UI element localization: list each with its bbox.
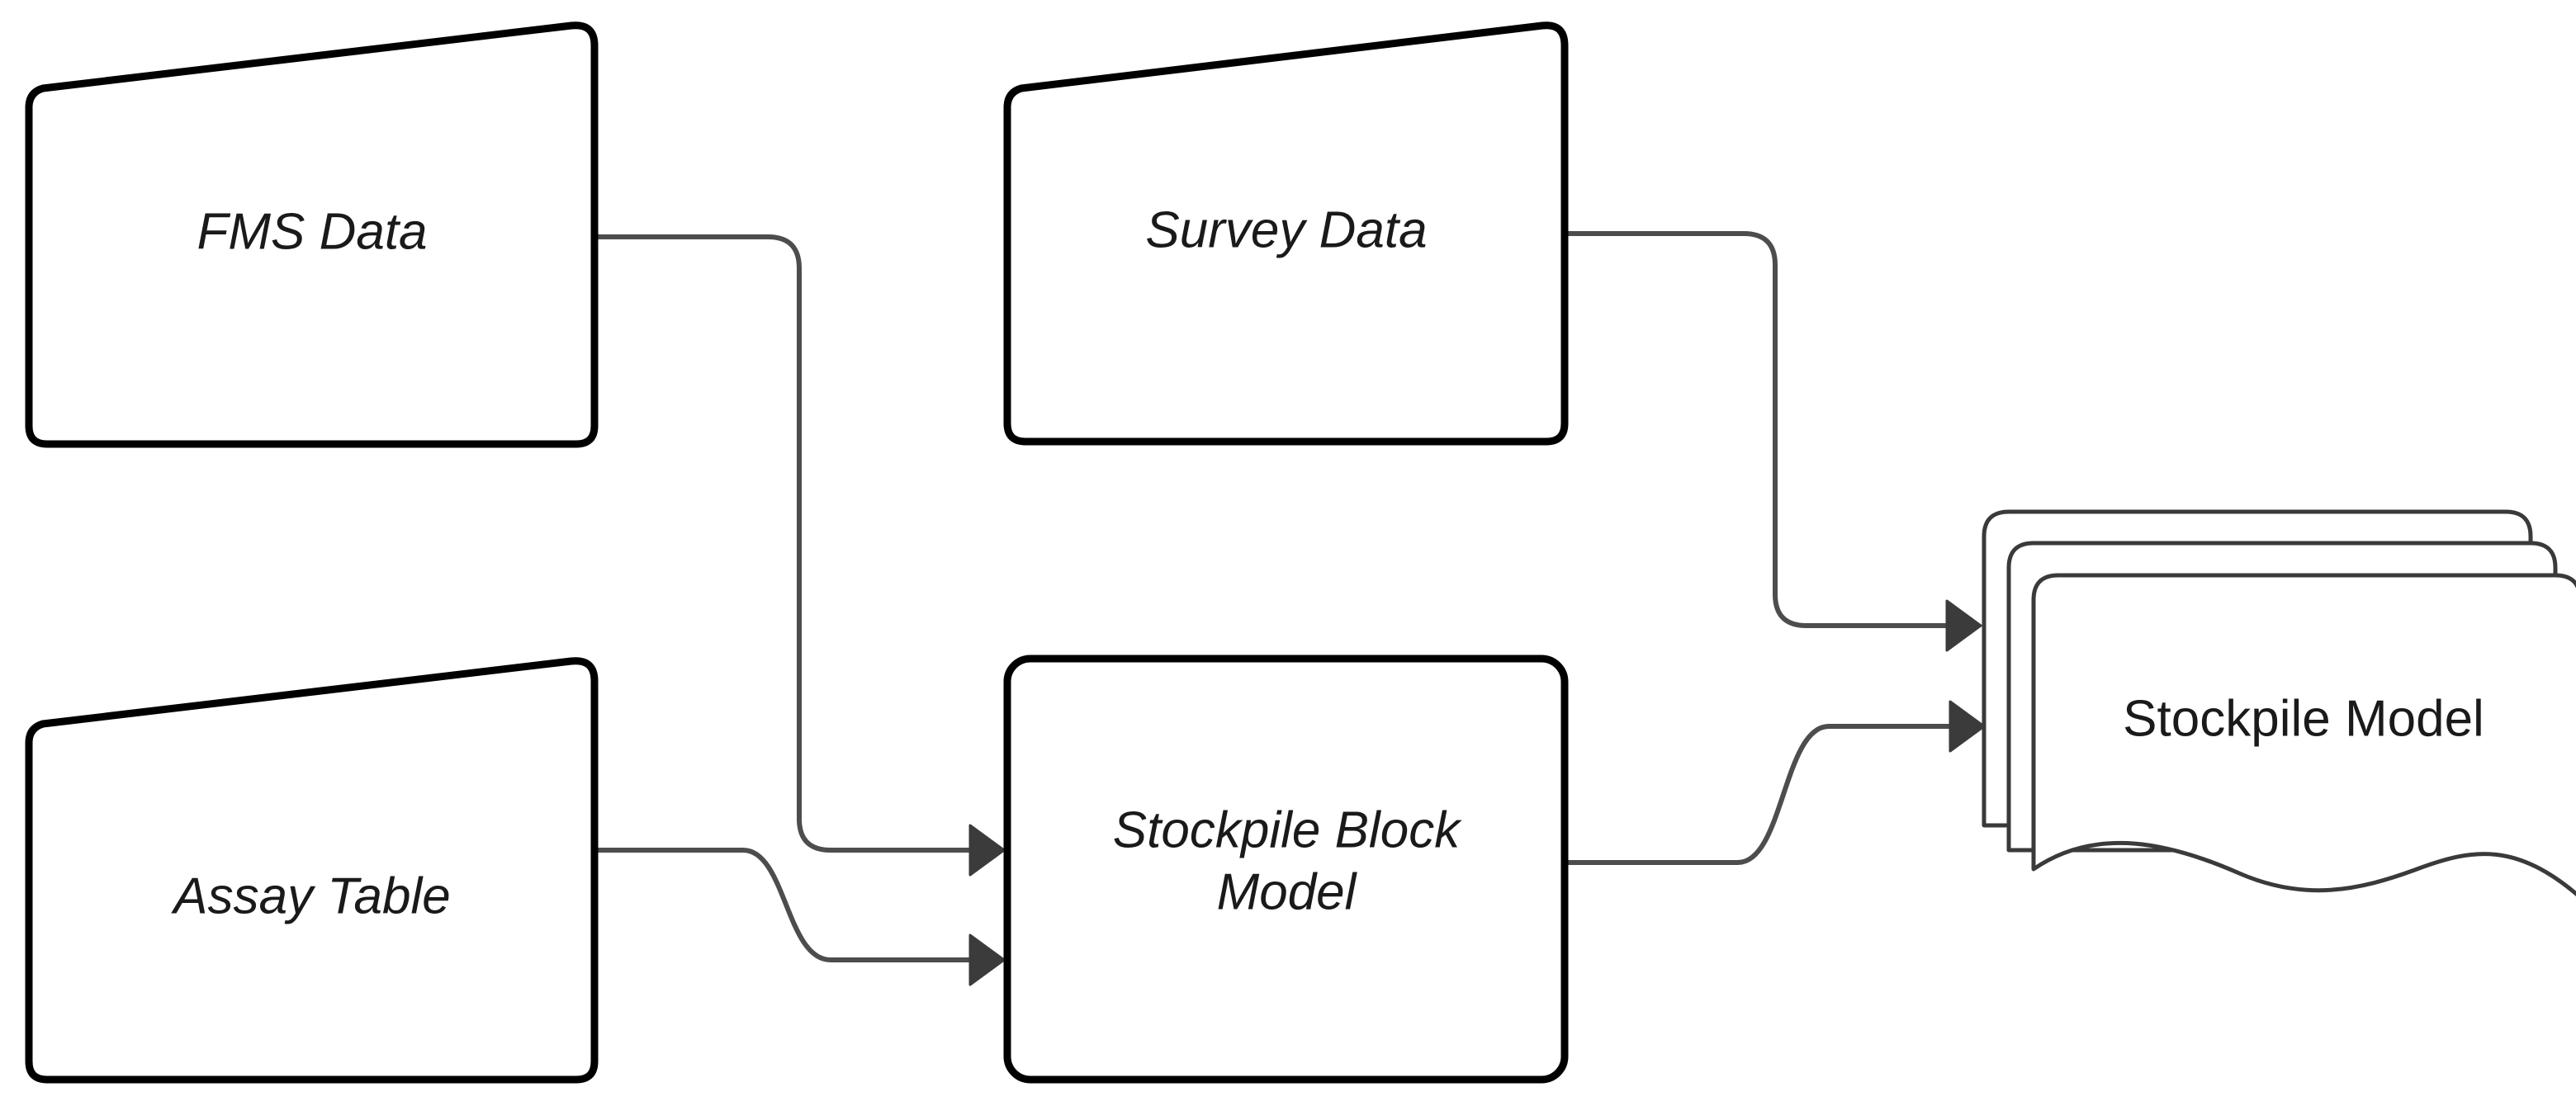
stockpile-block-model-label-line-1: Stockpile Block [1113,801,1462,858]
node-fms-data[interactable]: FMS Data [25,21,599,448]
edge-assay-to-block-path [592,848,973,962]
edge-survey-to-stockpile-model[interactable] [1562,231,1982,652]
assay-table-label: Assay Table [170,867,450,924]
node-stockpile-model[interactable]: Stockpile Model [1982,509,2576,897]
edge-fms-to-block-path [592,234,973,853]
edge-fms-to-stockpile-block-model[interactable] [592,234,1006,877]
edge-survey-to-stockpile-arrowhead [1945,599,1982,652]
edge-block-to-stockpile-path [1562,724,1953,865]
edge-block-to-stockpile-arrowhead [1949,700,1986,753]
edge-assay-to-stockpile-block-model[interactable] [592,848,1006,986]
stockpile-model-label: Stockpile Model [2123,690,2484,747]
node-survey-data[interactable]: Survey Data [1003,21,1569,446]
assay-table-shape [25,657,599,1084]
edge-block-to-stockpile-model[interactable] [1562,700,1986,865]
stockpile-block-model-shape [1003,655,1569,1084]
node-stockpile-block-model[interactable]: Stockpile Block Model [1003,655,1569,1084]
stockpile-model-layer-front [2031,573,2576,897]
stockpile-block-model-label-line-2: Model [1217,863,1358,920]
survey-data-label: Survey Data [1145,201,1427,258]
fms-data-label: FMS Data [197,203,427,260]
survey-data-shape [1003,21,1569,446]
fms-data-shape [25,21,599,448]
edge-fms-to-block-arrowhead [968,824,1006,877]
node-assay-table[interactable]: Assay Table [25,657,599,1084]
edge-survey-to-stockpile-path [1562,231,1949,628]
edge-assay-to-block-arrowhead [968,933,1006,986]
